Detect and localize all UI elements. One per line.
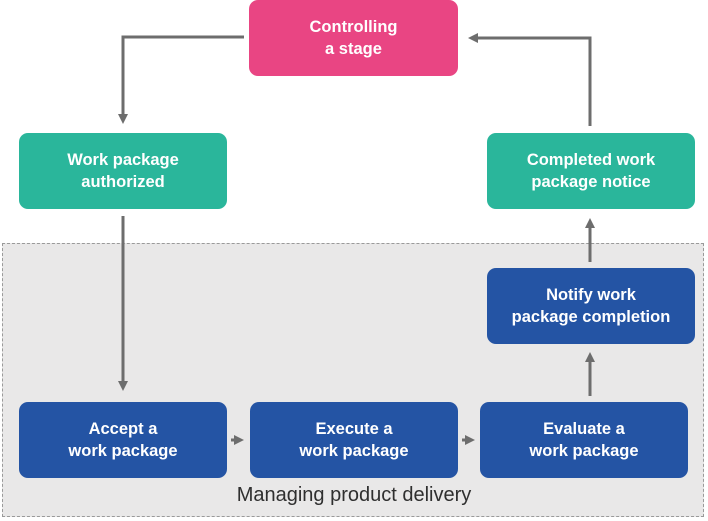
node-controlling-a-stage: Controlling a stage [249,0,458,76]
node-evaluate-a-work-package: Evaluate a work package [480,402,688,478]
node-completed-work-package-notice: Completed work package notice [487,133,695,209]
node-work-package-authorized: Work package authorized [19,133,227,209]
node-notify-work-package-completion: Notify work package completion [487,268,695,344]
connector-completed-to-stage [468,33,592,126]
connector-stage-to-authorized [118,35,244,124]
node-accept-a-work-package: Accept a work package [19,402,227,478]
node-execute-a-work-package: Execute a work package [250,402,458,478]
region-label: Managing product delivery [236,484,472,506]
